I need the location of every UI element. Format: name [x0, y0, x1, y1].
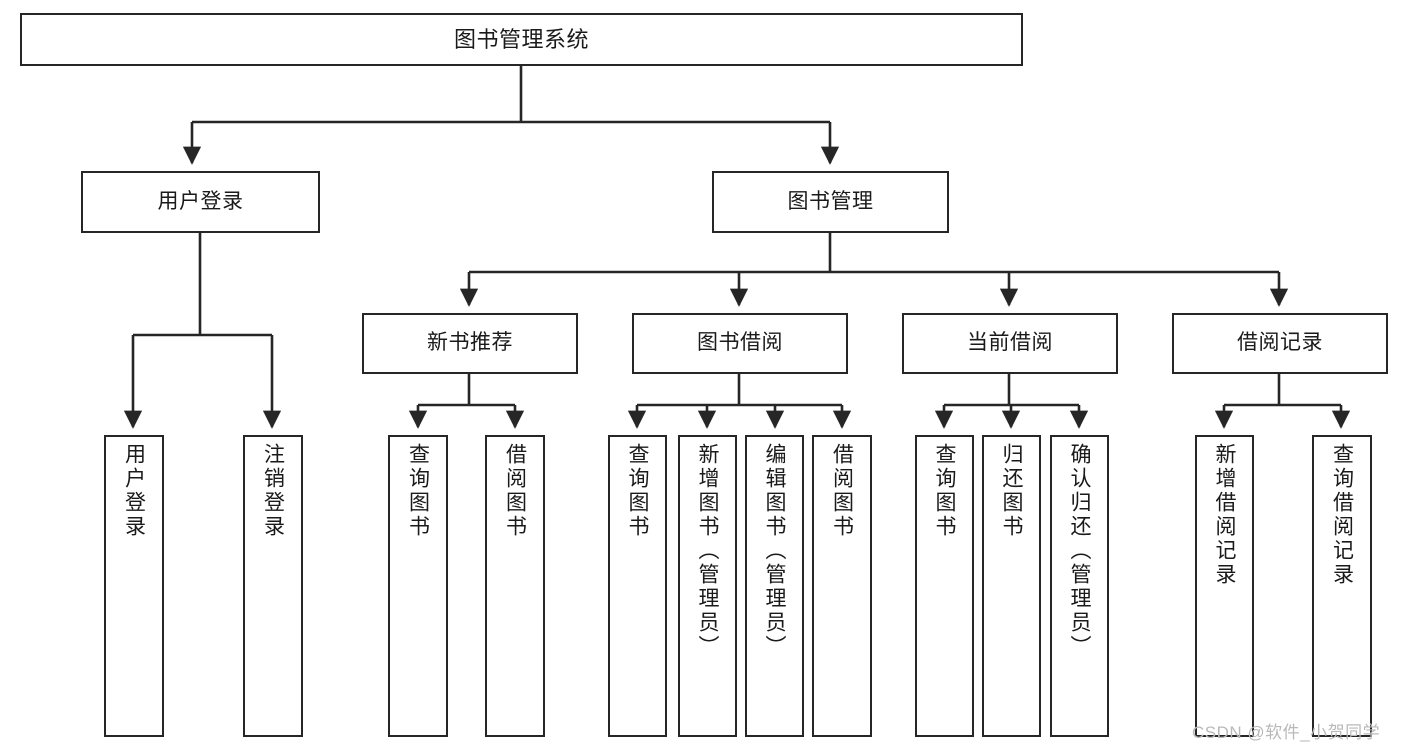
node-leaf-edit-book-admin-label: 编辑图书（管理员） [763, 443, 786, 659]
node-leaf-query-book-rec[interactable]: 查询图书 [388, 435, 448, 737]
node-leaf-user-login[interactable]: 用户登录 [104, 435, 164, 737]
node-leaf-query-book-current[interactable]: 查询图书 [915, 435, 974, 737]
node-leaf-logout-login-label: 注销登录 [261, 443, 285, 539]
node-current-borrow-label: 当前借阅 [967, 331, 1053, 355]
node-current-borrow[interactable]: 当前借阅 [902, 313, 1118, 374]
node-leaf-confirm-return-admin[interactable]: 确认归还（管理员） [1050, 435, 1109, 737]
node-leaf-borrow-book-label: 借阅图书 [830, 443, 854, 539]
node-book-borrow-label: 图书借阅 [697, 331, 783, 355]
node-leaf-return-book-label: 归还图书 [1000, 443, 1023, 539]
node-leaf-add-book-admin[interactable]: 新增图书（管理员） [678, 435, 737, 737]
node-user-login[interactable]: 用户登录 [81, 171, 320, 233]
node-book-manage[interactable]: 图书管理 [712, 171, 949, 233]
node-leaf-borrow-book[interactable]: 借阅图书 [812, 435, 872, 737]
node-leaf-query-book-current-label: 查询图书 [933, 443, 956, 539]
node-borrow-record[interactable]: 借阅记录 [1172, 313, 1388, 374]
node-borrow-record-label: 借阅记录 [1237, 331, 1323, 355]
node-new-book-rec[interactable]: 新书推荐 [362, 313, 578, 374]
node-book-borrow[interactable]: 图书借阅 [632, 313, 848, 374]
node-leaf-query-book-borrow[interactable]: 查询图书 [608, 435, 667, 737]
node-root-label: 图书管理系统 [453, 26, 589, 52]
node-leaf-query-borrow-record-label: 查询借阅记录 [1330, 443, 1354, 587]
node-leaf-borrow-book-rec-label: 借阅图书 [503, 443, 527, 539]
node-new-book-rec-label: 新书推荐 [427, 331, 513, 355]
node-leaf-user-login-label: 用户登录 [122, 443, 146, 539]
node-leaf-query-book-rec-label: 查询图书 [406, 443, 430, 539]
node-leaf-query-borrow-record[interactable]: 查询借阅记录 [1312, 435, 1372, 737]
node-user-login-label: 用户登录 [157, 189, 244, 213]
node-leaf-logout-login[interactable]: 注销登录 [243, 435, 303, 737]
node-root[interactable]: 图书管理系统 [20, 13, 1023, 66]
node-leaf-confirm-return-admin-label: 确认归还（管理员） [1068, 443, 1091, 659]
node-book-manage-label: 图书管理 [787, 189, 874, 213]
node-leaf-add-borrow-record[interactable]: 新增借阅记录 [1195, 435, 1254, 737]
node-leaf-borrow-book-rec[interactable]: 借阅图书 [485, 435, 545, 737]
node-leaf-query-book-borrow-label: 查询图书 [626, 443, 649, 539]
csdn-watermark: CSDN @软件_小贺同学 [1192, 723, 1381, 742]
node-leaf-add-borrow-record-label: 新增借阅记录 [1213, 443, 1236, 587]
node-leaf-edit-book-admin[interactable]: 编辑图书（管理员） [745, 435, 804, 737]
node-leaf-return-book[interactable]: 归还图书 [982, 435, 1041, 737]
node-leaf-add-book-admin-label: 新增图书（管理员） [696, 443, 719, 659]
